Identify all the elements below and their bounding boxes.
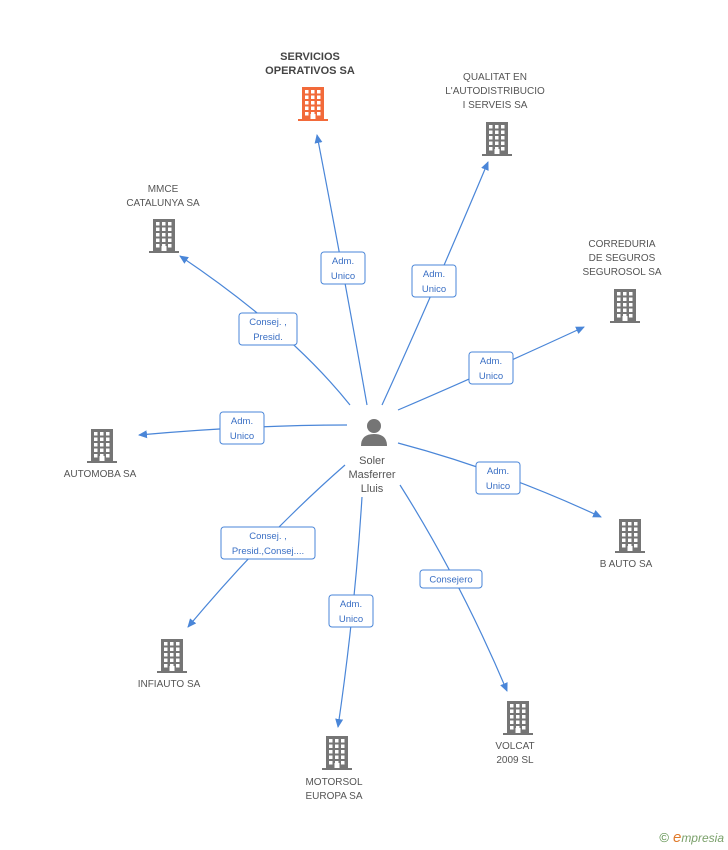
edge-label-correduria: Adm. Unico xyxy=(468,351,514,385)
person-icon xyxy=(361,419,387,446)
edge-label-text: Adm. xyxy=(480,356,502,367)
company-name-line: CATALUNYA SA xyxy=(126,198,200,209)
edge-label-volcat: Consejero xyxy=(419,569,483,589)
company-name-line: CORREDURIA xyxy=(588,239,656,250)
company-name-line: 2009 SL xyxy=(496,755,534,766)
edge-label-text: Presid. xyxy=(253,332,283,343)
company-name-line: SEGUROSOL SA xyxy=(582,267,661,278)
edge-label-box xyxy=(219,411,265,445)
company-node-motorsol[interactable]: MOTORSOL EUROPA SA xyxy=(305,736,363,802)
company-name-line: QUALITAT EN xyxy=(463,72,527,83)
building-icon xyxy=(615,519,645,553)
building-icon xyxy=(610,289,640,323)
edge-label-box xyxy=(411,264,457,298)
edge-label-text: Unico xyxy=(339,614,363,625)
company-name-line: INFIAUTO SA xyxy=(138,679,201,690)
building-icon xyxy=(503,701,533,735)
edge-label-text: Adm. xyxy=(487,466,509,477)
edge-label-mmce: Consej. , Presid. xyxy=(238,312,298,346)
edge-label-box xyxy=(220,526,316,560)
company-node-correduria[interactable]: CORREDURIA DE SEGUROS SEGUROSOL SA xyxy=(582,239,662,323)
edge-label-text: Adm. xyxy=(231,416,253,427)
edge-label-bauto: Adm. Unico xyxy=(475,461,521,495)
edge-label-motorsol: Adm. Unico xyxy=(328,594,374,628)
building-icon xyxy=(322,736,352,770)
company-name-line: VOLCAT xyxy=(495,741,534,752)
company-node-bauto[interactable]: B AUTO SA xyxy=(600,519,653,570)
person-name-line-1: Soler xyxy=(359,455,385,467)
edge-label-text: Consej. , xyxy=(249,531,287,542)
edge-label-box xyxy=(320,251,366,285)
edge-label-text: Adm. xyxy=(423,269,445,280)
edge-label-text: Presid.,Consej.... xyxy=(232,546,304,557)
company-node-volcat[interactable]: VOLCAT 2009 SL xyxy=(495,701,535,766)
edge-label-box xyxy=(475,461,521,495)
company-name-line: AUTOMOBA SA xyxy=(64,469,137,480)
edge-label-box xyxy=(238,312,298,346)
company-name-line: MOTORSOL xyxy=(305,777,362,788)
company-node-servicios[interactable]: SERVICIOS OPERATIVOS SA xyxy=(265,51,355,121)
building-icon xyxy=(87,429,117,463)
edge-label-text: Adm. xyxy=(340,599,362,610)
company-name-line: MMCE xyxy=(148,184,179,195)
edge-label-box xyxy=(419,569,483,589)
person-name-line-3: Lluis xyxy=(361,483,384,495)
nodes-layer: SERVICIOS OPERATIVOS SA QUALITAT EN L'AUTOD… xyxy=(64,51,662,802)
edge-label-text: Unico xyxy=(479,371,503,382)
edge-label-box xyxy=(328,594,374,628)
edge-label-infiauto: Consej. , Presid.,Consej.... xyxy=(220,526,316,560)
edge-label-box xyxy=(468,351,514,385)
building-icon xyxy=(157,639,187,673)
person-node[interactable]: Soler Masferrer Lluis xyxy=(348,419,396,495)
edge-label-text: Unico xyxy=(230,431,254,442)
person-name-line-2: Masferrer xyxy=(348,469,395,481)
edge-label-text: Adm. xyxy=(332,256,354,267)
company-name-line: EUROPA SA xyxy=(305,791,362,802)
company-name-line: DE SEGUROS xyxy=(589,253,656,264)
edge-label-servicios: Adm. Unico xyxy=(320,251,366,285)
company-name-line: L'AUTODISTRIBUCIO xyxy=(445,86,545,97)
building-icon xyxy=(149,219,179,253)
edge-label-text: Consej. , xyxy=(249,317,287,328)
edge-label-text: Unico xyxy=(422,284,446,295)
copyright-symbol: © xyxy=(659,830,669,845)
company-node-qualitat[interactable]: QUALITAT EN L'AUTODISTRIBUCIO I SERVEIS SA xyxy=(445,72,545,156)
edge-label-text: Unico xyxy=(331,271,355,282)
building-icon xyxy=(482,122,512,156)
footer-brand: ©empresia xyxy=(659,829,724,846)
edge-label-automoba: Adm. Unico xyxy=(219,411,265,445)
company-name-line: B AUTO SA xyxy=(600,559,653,570)
company-node-mmce[interactable]: MMCE CATALUNYA SA xyxy=(126,184,200,253)
edge-label-qualitat: Adm. Unico xyxy=(411,264,457,298)
company-name-line: SERVICIOS xyxy=(280,51,340,63)
company-name-line: I SERVEIS SA xyxy=(463,100,528,111)
company-node-infiauto[interactable]: INFIAUTO SA xyxy=(138,639,201,690)
company-node-automoba[interactable]: AUTOMOBA SA xyxy=(64,429,137,480)
edge-label-text: Unico xyxy=(486,481,510,492)
edge-label-text: Consejero xyxy=(429,575,472,586)
brand-logo: empresia xyxy=(672,829,724,846)
company-name-line: OPERATIVOS SA xyxy=(265,65,355,77)
building-icon xyxy=(298,87,328,121)
